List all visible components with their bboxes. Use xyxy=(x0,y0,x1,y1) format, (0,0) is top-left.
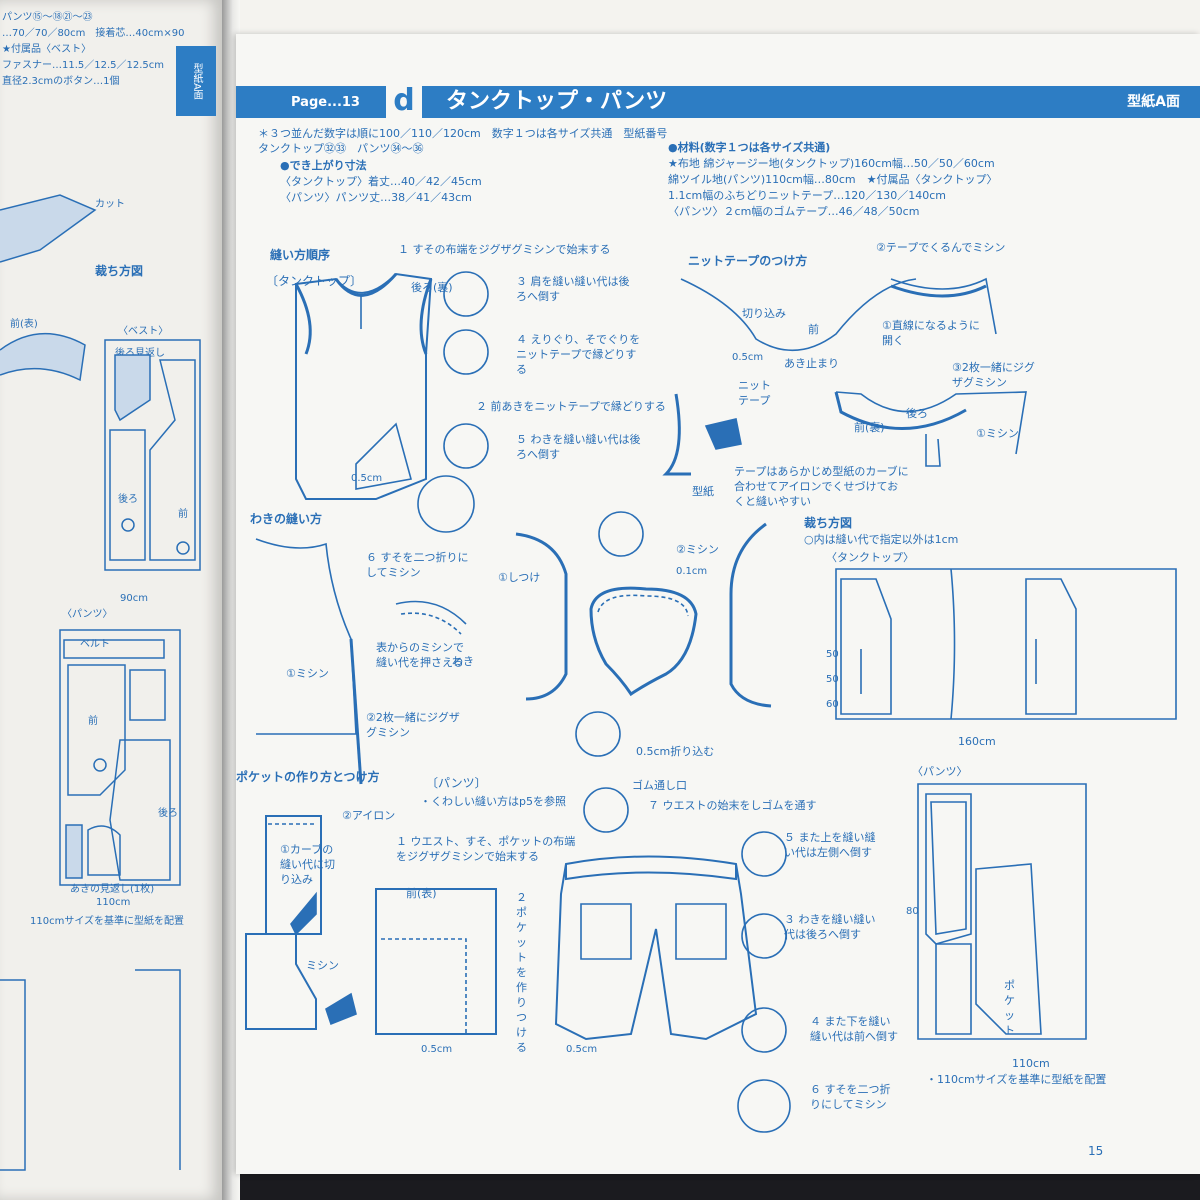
tank-step-3: ３ 肩を縫い縫い代は後ろへ倒す xyxy=(516,275,630,303)
materials-heading: ●材料(数字１つは各サイズ共通) xyxy=(668,141,831,154)
tank-step-5: ５ わきを縫い縫い代は後ろへ倒す xyxy=(516,433,641,461)
left-width-90: 90cm xyxy=(120,593,148,604)
pocket-iron: ②アイロン xyxy=(342,809,396,822)
measure-label: 0.5cm xyxy=(566,1044,597,1055)
materials-line: 〈パンツ〉２cm幅のゴムテープ…46／48／50cm xyxy=(668,205,920,218)
knit-tape-heading: ニットテープのつけ方 xyxy=(688,254,808,268)
cut-dimension: 60 xyxy=(826,699,839,710)
left-cutting-heading: 裁ち方図 xyxy=(95,264,144,278)
left-page-line: ファスナー…11.5／12.5／12.5cm xyxy=(2,60,165,71)
side-seam-heading: わきの縫い方 xyxy=(250,512,323,526)
left-back-facing: 後ろ見返し xyxy=(115,348,165,359)
tank-step-6: ６ すそを二つ折りにしてミシン xyxy=(366,551,469,579)
book-spine xyxy=(222,0,240,1200)
knit-straight: ①直線になるように開く xyxy=(882,319,980,347)
knit-open-stop: あき止まり xyxy=(784,357,839,370)
pants-step-1: １ ウエスト、すそ、ポケットの布端をジグザグミシンで始末する xyxy=(396,835,576,863)
knit-wrap: ②テープでくるんでミシン xyxy=(876,241,1006,254)
materials-line: 綿ツイル地(パンツ)110cm幅…80cm ★付属品〈タンクトップ〉 xyxy=(668,173,998,186)
side-fold: 0.5cm折り込む xyxy=(636,745,715,758)
materials-line: ★布地 綿ジャージー地(タンクトップ)160cm幅…50／50／60cm xyxy=(668,157,995,170)
materials-line: 1.1cm幅のふちどりニットテープ…120／130／140cm xyxy=(668,189,947,202)
left-page-line: ★付属品〈ベスト〉 xyxy=(2,44,92,55)
left-page-diagrams xyxy=(0,194,201,1171)
side-press: 表からのミシンで縫い代を押さえる xyxy=(376,641,464,669)
left-vest-label: 〈ベスト〉 xyxy=(118,326,169,337)
left-pants-back: 後ろ xyxy=(158,808,178,819)
tank-step-4: ４ えりぐり、そでぐりをニットテープで縁どりする xyxy=(516,333,641,376)
tank-cut-label: 〈タンクトップ〉 xyxy=(826,551,914,564)
page-label: Page...13 xyxy=(291,95,360,110)
knit-note: テープはあらかじめ型紙のカーブに合わせてアイロンでくせづけておくと縫いやすい xyxy=(734,465,909,508)
pants-elastic: ゴム通し口 xyxy=(632,779,687,792)
cut-dimension: 50 xyxy=(826,649,839,660)
cutting-layout-note: ・110cmサイズを基準に型紙を配置 xyxy=(926,1073,1107,1086)
tank-step-2: ２ 前あきをニットテープで縁どりする xyxy=(476,400,666,413)
side-zigzag: ②2枚一緒にジグザグミシン xyxy=(366,711,460,739)
pants-step-7: ７ ウエストの始末をしゴムを通す xyxy=(648,799,817,812)
cutting-heading: 裁ち方図 xyxy=(804,516,853,530)
tank-steps-heading: 縫い方順序 xyxy=(270,248,331,262)
left-front-face: 前(表) xyxy=(10,319,38,330)
left-page-line: パンツ⑮〜⑱㉑〜㉓ xyxy=(2,12,93,23)
finished-tank: 〈タンクトップ〉着丈…40／42／45cm xyxy=(280,175,482,188)
pants-step-2: ２ ポケットを作りつける xyxy=(516,891,527,1054)
right-page: Page...13 d タンクトップ・パンツ 型紙A面 ＊３つ並んだ数字は順に1… xyxy=(236,34,1200,1174)
measure-label: 0.5cm xyxy=(421,1044,452,1055)
pocket-heading: ポケットの作り方とつけ方 xyxy=(236,770,380,784)
pants-pocket-label: ポケット xyxy=(1004,979,1015,1037)
left-cut-label: カット xyxy=(95,199,125,210)
cutting-note: ○内は縫い代で指定以外は1cm xyxy=(804,533,959,546)
pants-ref: ・くわしい縫い方はp5を参照 xyxy=(420,795,566,808)
side-label: わき xyxy=(452,655,474,668)
pocket-front: 前(表) xyxy=(406,887,437,900)
left-back: 後ろ xyxy=(118,494,138,505)
left-page-line: 直径2.3cmのボタン…1個 xyxy=(2,76,120,87)
pants-cut-label: 〈パンツ〉 xyxy=(912,765,968,778)
measure-label: 0.5cm xyxy=(351,473,382,484)
pants-cut-width: 110cm xyxy=(1012,1057,1050,1070)
knit-zigzag: ③2枚一緒にジグザグミシン xyxy=(952,361,1035,389)
finished-pants: 〈パンツ〉パンツ丈…38／41／43cm xyxy=(280,191,472,204)
pants-step-6: ６ すそを二つ折りにしてミシン xyxy=(810,1083,891,1111)
left-front: 前 xyxy=(178,509,188,520)
page-number: 15 xyxy=(1088,1144,1104,1158)
left-pattern-sheet-tab: 型紙A面 xyxy=(176,46,216,116)
section-letter: d xyxy=(386,84,422,120)
finished-heading: ●でき上がり寸法 xyxy=(280,159,367,172)
measure-label: 0.1cm xyxy=(676,566,707,577)
left-belt: ベルト xyxy=(80,639,110,650)
left-placket: あきの見返し(1枚) xyxy=(70,884,155,895)
measure-label: 0.5cm xyxy=(732,352,763,363)
side-baste: ①しつけ xyxy=(498,571,541,584)
pants-step-4: ４ また下を縫い縫い代は前へ倒す xyxy=(810,1015,898,1043)
knit-tape-label: ニットテープ xyxy=(738,379,771,407)
side-sew-2: ②ミシン xyxy=(676,543,719,556)
tank-step-1: １ すその布端をジグザグミシンで始末する xyxy=(398,243,611,256)
pocket-sew: ミシン xyxy=(306,959,339,972)
tank-cut-width: 160cm xyxy=(958,735,996,748)
knit-pattern: 型紙 xyxy=(692,485,714,498)
intro-note: ＊３つ並んだ数字は順に100／110／120cm 数字１つは各サイズ共通 型紙番… xyxy=(258,127,679,155)
left-width-110: 110cm xyxy=(96,897,131,908)
pattern-sheet-label: 型紙A面 xyxy=(1127,94,1180,110)
side-sew-1: ①ミシン xyxy=(286,667,329,680)
left-page-line: …70／70／80cm 接着芯…40cm×90 xyxy=(2,28,185,39)
cut-dimension: 50 xyxy=(826,674,839,685)
tank-back-label: 後ろ(裏) xyxy=(411,281,453,294)
pants-step-3: ３ わきを縫い縫い代は後ろへ倒す xyxy=(784,913,876,941)
left-page: パンツ⑮〜⑱㉑〜㉓ …70／70／80cm 接着芯…40cm×90 ★付属品〈ベ… xyxy=(0,0,224,1200)
knit-cut-in: 切り込み xyxy=(742,307,786,320)
sewing-diagrams: 0.5cm 0.5cm 0.1cm 50 50 60 80 0.5cm 0.5c… xyxy=(245,271,1177,1133)
left-layout-note: 110cmサイズを基準に型紙を配置 xyxy=(30,916,185,927)
pants-step-5: ５ また上を縫い縫い代は左側へ倒す xyxy=(784,831,876,859)
page-title: タンクトップ・パンツ xyxy=(446,89,668,114)
knit-sew: ①ミシン xyxy=(976,427,1019,440)
cut-dimension: 80 xyxy=(906,906,919,917)
knit-front: 前 xyxy=(808,323,819,336)
left-pants-front: 前 xyxy=(88,716,98,727)
pants-heading: 〔パンツ〕 xyxy=(426,776,487,790)
left-pants-label: 〈パンツ〉 xyxy=(62,609,113,620)
